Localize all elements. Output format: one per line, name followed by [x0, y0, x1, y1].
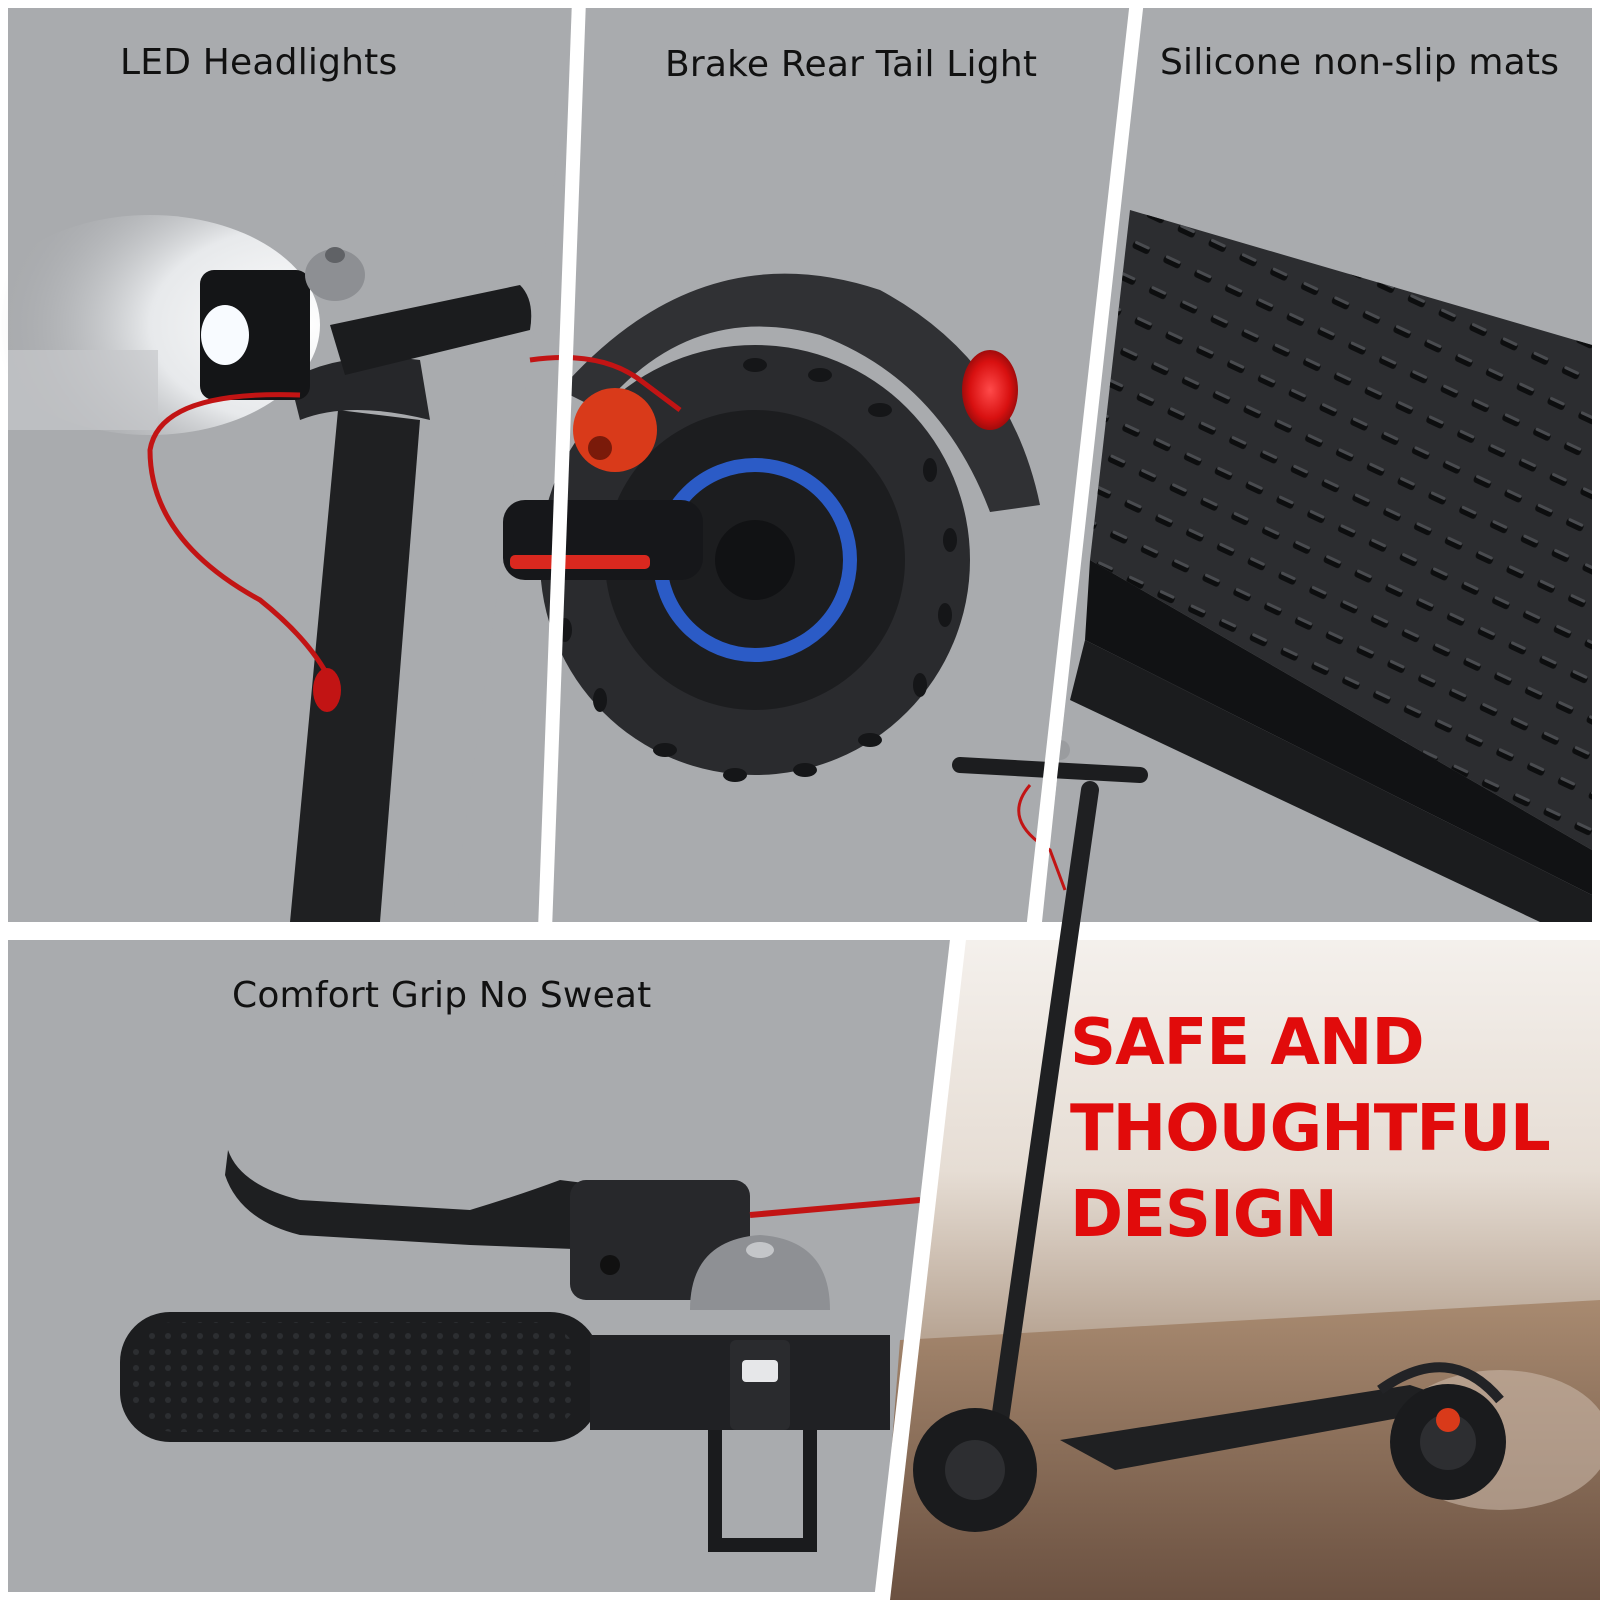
- grip: [330, 285, 532, 375]
- comfort-grip-panel: [8, 940, 952, 1592]
- scooter-stem: [991, 781, 1099, 1429]
- tail-light: [962, 350, 1018, 430]
- scooter-hero-panel: [880, 740, 1600, 1600]
- headlight-housing: [200, 270, 310, 400]
- fender: [560, 273, 1040, 512]
- brake-lever: [225, 1150, 600, 1250]
- brake-tail-light-panel: [452, 8, 1130, 922]
- scooter-deck: [1060, 1385, 1470, 1470]
- bell-bracket: [708, 1430, 817, 1552]
- headline-line-2: THOUGHTFUL: [1070, 1092, 1551, 1166]
- non-slip-mats-panel: [1042, 8, 1592, 922]
- led-headlights-panel: [0, 8, 572, 922]
- stem: [290, 410, 420, 922]
- brake-caliper: [573, 388, 657, 472]
- deck-mat-texture: [1090, 210, 1592, 850]
- non-slip-mats-title: Silicone non-slip mats: [1160, 42, 1560, 83]
- panel-separators: [0, 0, 1144, 1600]
- brake-cable: [147, 392, 333, 682]
- headline-line-3: DESIGN: [1070, 1178, 1338, 1252]
- cable-clip: [313, 668, 341, 712]
- deck-edge: [1085, 560, 1592, 895]
- bell: [690, 1235, 830, 1310]
- bell: [305, 249, 365, 301]
- brake-tail-light-title: Brake Rear Tail Light: [665, 44, 1038, 85]
- headline: SAFE AND THOUGHTFUL DESIGN: [1070, 1000, 1590, 1258]
- comfort-grip-title: Comfort Grip No Sweat: [232, 975, 652, 1016]
- headline-line-1: SAFE AND: [1070, 1006, 1425, 1080]
- led-headlights-title: LED Headlights: [120, 42, 398, 83]
